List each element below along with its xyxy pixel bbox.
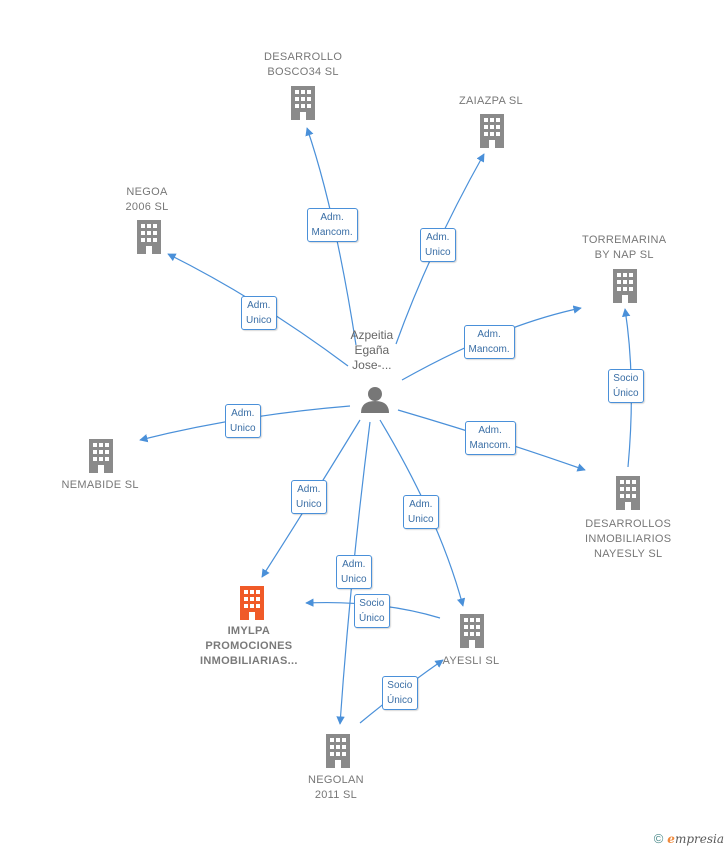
edge-label-person-nemabide[interactable]: Adm. Unico [225, 404, 261, 438]
edge-label-ayesli-imylpa[interactable]: Socio Único [354, 594, 390, 628]
edge-label-nayesly-torremarina[interactable]: Socio Único [608, 369, 644, 403]
torremarina-building-icon[interactable] [613, 269, 637, 303]
zaiazpa-building-icon[interactable] [480, 114, 504, 148]
nayesly-building-icon[interactable] [616, 476, 640, 510]
copyright-icon: © [653, 831, 664, 846]
person-label[interactable]: Azpeitia Egaña Jose-... [350, 328, 394, 372]
person-icon[interactable] [361, 387, 389, 413]
edge-label-person-ayesli[interactable]: Adm. Unico [403, 495, 439, 529]
edge-label-person-negolan[interactable]: Adm. Unico [336, 555, 372, 589]
edge-label-person-zaiazpa[interactable]: Adm. Unico [420, 228, 456, 262]
ayesli-building-icon[interactable] [460, 614, 484, 648]
imylpa-label[interactable]: IMYLPA PROMOCIONES INMOBILIARIAS... [200, 625, 298, 667]
edge-label-person-nayesly[interactable]: Adm. Mancom. [464, 421, 516, 455]
imylpa-building-icon[interactable] [240, 586, 264, 620]
torremarina-label[interactable]: TORREMARINA BY NAP SL [582, 234, 667, 261]
edge-label-person-torremarina[interactable]: Adm. Mancom. [463, 325, 515, 359]
edge-label-person-negoa[interactable]: Adm. Unico [241, 296, 277, 330]
negolan-label[interactable]: NEGOLAN 2011 SL [308, 774, 364, 801]
bosco-label[interactable]: DESARROLLO BOSCO34 SL [264, 51, 343, 78]
negoa-building-icon[interactable] [137, 220, 161, 254]
nayesly-label[interactable]: DESARROLLOS INMOBILIARIOS NAYESLY SL [585, 518, 672, 560]
nemabide-building-icon[interactable] [89, 439, 113, 473]
negoa-label[interactable]: NEGOA 2006 SL [125, 186, 169, 213]
footer-brand: © empresia [654, 831, 724, 846]
edge-label-person-imylpa[interactable]: Adm. Unico [291, 480, 327, 514]
zaiazpa-label[interactable]: ZAIAZPA SL [459, 95, 523, 107]
edge-label-negolan-ayesli[interactable]: Socio Único [382, 676, 418, 710]
ayesli-label[interactable]: AYESLI SL [442, 655, 500, 667]
edge-label-person-bosco[interactable]: Adm. Mancom. [306, 208, 358, 242]
negolan-building-icon[interactable] [326, 734, 350, 768]
bosco-building-icon[interactable] [291, 86, 315, 120]
empresia-logo[interactable]: empresia [667, 831, 724, 846]
nemabide-label[interactable]: NEMABIDE SL [61, 479, 139, 491]
